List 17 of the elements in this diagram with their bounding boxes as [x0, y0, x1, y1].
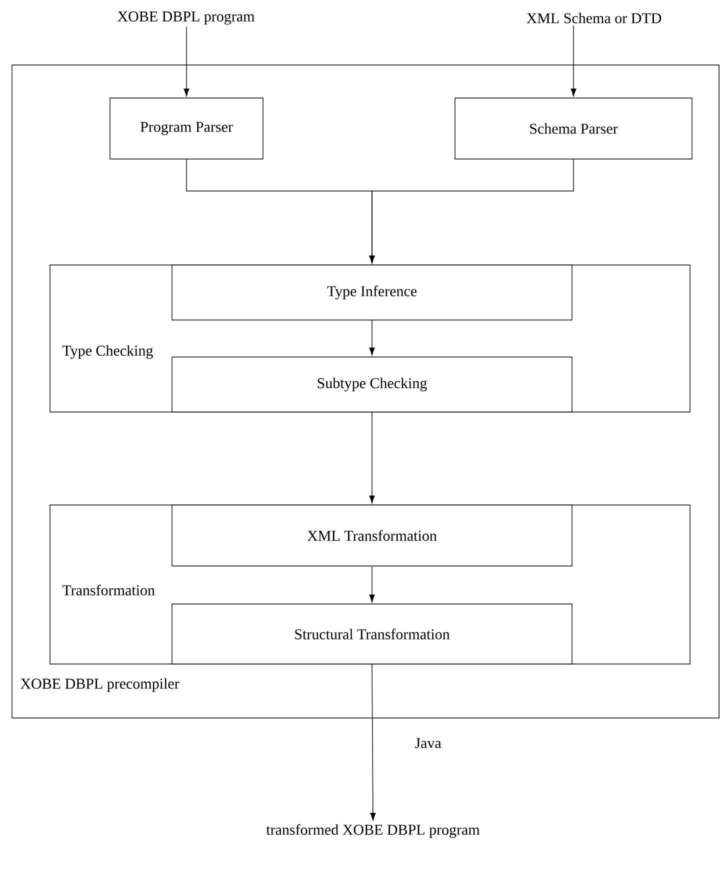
- process-box: Program Parser: [110, 98, 264, 160]
- arrow: [370, 664, 376, 821]
- process-box: XML Transformation: [172, 504, 572, 566]
- arrow: [369, 320, 375, 356]
- input-label: XOBE DBPL program: [118, 11, 254, 25]
- arrow: [369, 412, 375, 504]
- input-label: XML Schema or DTD: [526, 12, 662, 24]
- process-box: Subtype Checking: [172, 356, 572, 412]
- process-box: Structural Transformation: [172, 604, 572, 664]
- input-label: transformed XOBE DBPL program: [266, 824, 480, 838]
- arrow: [570, 25, 576, 96]
- process-box: Schema Parser: [454, 98, 692, 160]
- arrow: [369, 566, 375, 602]
- edge-label: Java: [415, 738, 442, 748]
- arrow: [369, 159, 574, 264]
- arrow: [184, 26, 190, 96]
- process-box: Type Inference: [172, 264, 572, 320]
